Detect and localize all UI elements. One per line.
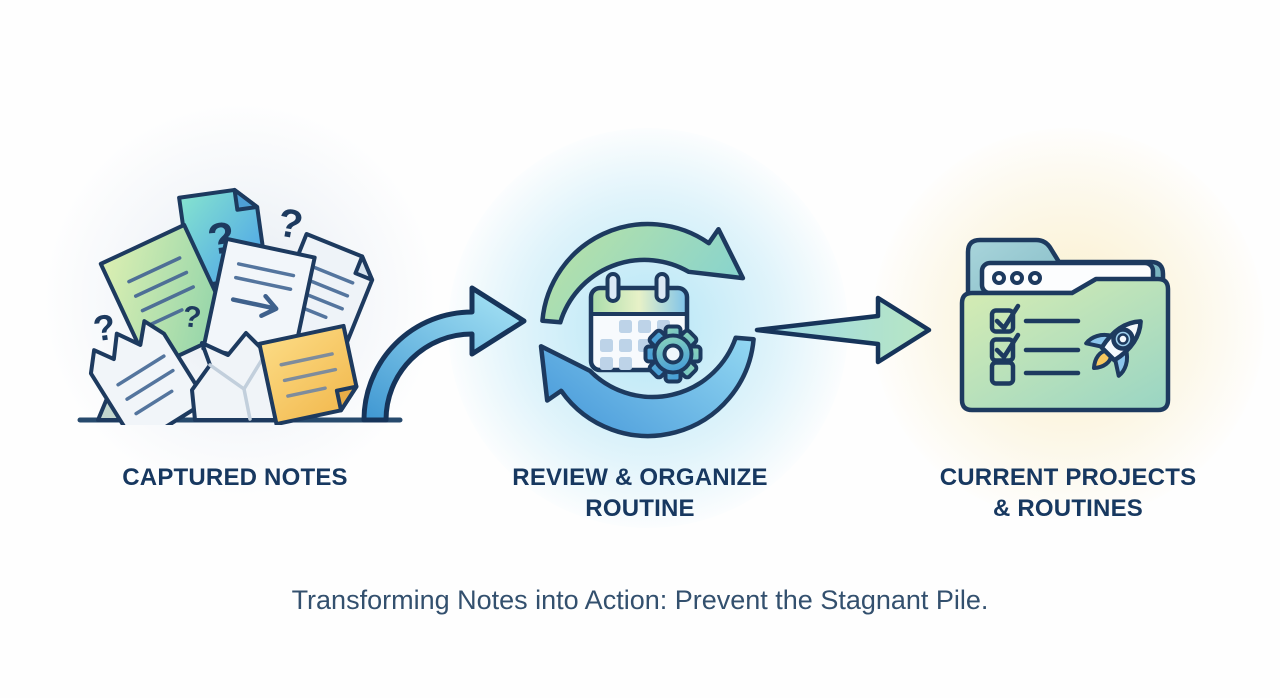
cycle-arrow-top: [540, 221, 746, 325]
paper-white-arrow: [201, 236, 317, 370]
note-lines: [279, 352, 338, 398]
checklist-item: [989, 303, 1081, 334]
browser-dot: [1010, 271, 1024, 285]
review-cycle-illustration: [538, 221, 756, 439]
question-mark: ?: [181, 300, 203, 335]
projects-folder-illustration: [959, 237, 1171, 413]
note-lines: [116, 354, 175, 416]
binder-ring: [654, 272, 670, 303]
gear-icon: [643, 324, 703, 384]
straight-arrow: [754, 295, 932, 365]
paper-green-lined: [98, 222, 236, 372]
rocket-window-inner: [1117, 333, 1129, 345]
browser-dot: [1028, 271, 1042, 285]
checklist-item: [989, 360, 1081, 386]
curved-arrow-connector: [361, 285, 527, 423]
step-label-line: CURRENT PROJECTS: [939, 464, 1197, 491]
caption: Transforming Notes into Action: Prevent …: [291, 585, 989, 615]
paper-yellow-lined: [257, 323, 359, 425]
step-label-current-projects: CURRENT PROJECTS & ROUTINES: [892, 462, 1244, 524]
step-label-line: CAPTURED NOTES: [122, 464, 348, 491]
check-icon: [994, 332, 1021, 360]
step-label-line: ROUTINE: [585, 495, 695, 522]
paper-pile-illustration: ?: [77, 187, 403, 425]
step-label-line: & ROUTINES: [992, 495, 1143, 522]
check-icon: [994, 303, 1021, 331]
step-label-line: REVIEW & ORGANIZE: [512, 464, 768, 491]
question-mark: ?: [91, 306, 118, 350]
binder-ring: [605, 272, 621, 303]
crumpled-paper-left: [88, 319, 209, 425]
note-lines: [127, 256, 195, 327]
checklist: [989, 303, 1081, 386]
arrow-glyph: [230, 293, 279, 319]
step-label-review-organize: REVIEW & ORGANIZE ROUTINE: [464, 462, 816, 524]
question-mark: ?: [274, 200, 306, 248]
straight-arrow-connector: [754, 295, 932, 365]
curved-arrow: [361, 285, 527, 423]
browser-dot: [992, 271, 1006, 285]
step-label-captured-notes: CAPTURED NOTES: [85, 462, 385, 493]
calendar-icon: [588, 272, 690, 373]
note-lines: [234, 262, 296, 292]
cycle-arrow-bottom: [538, 335, 756, 439]
rocket-icon: [1084, 319, 1143, 378]
